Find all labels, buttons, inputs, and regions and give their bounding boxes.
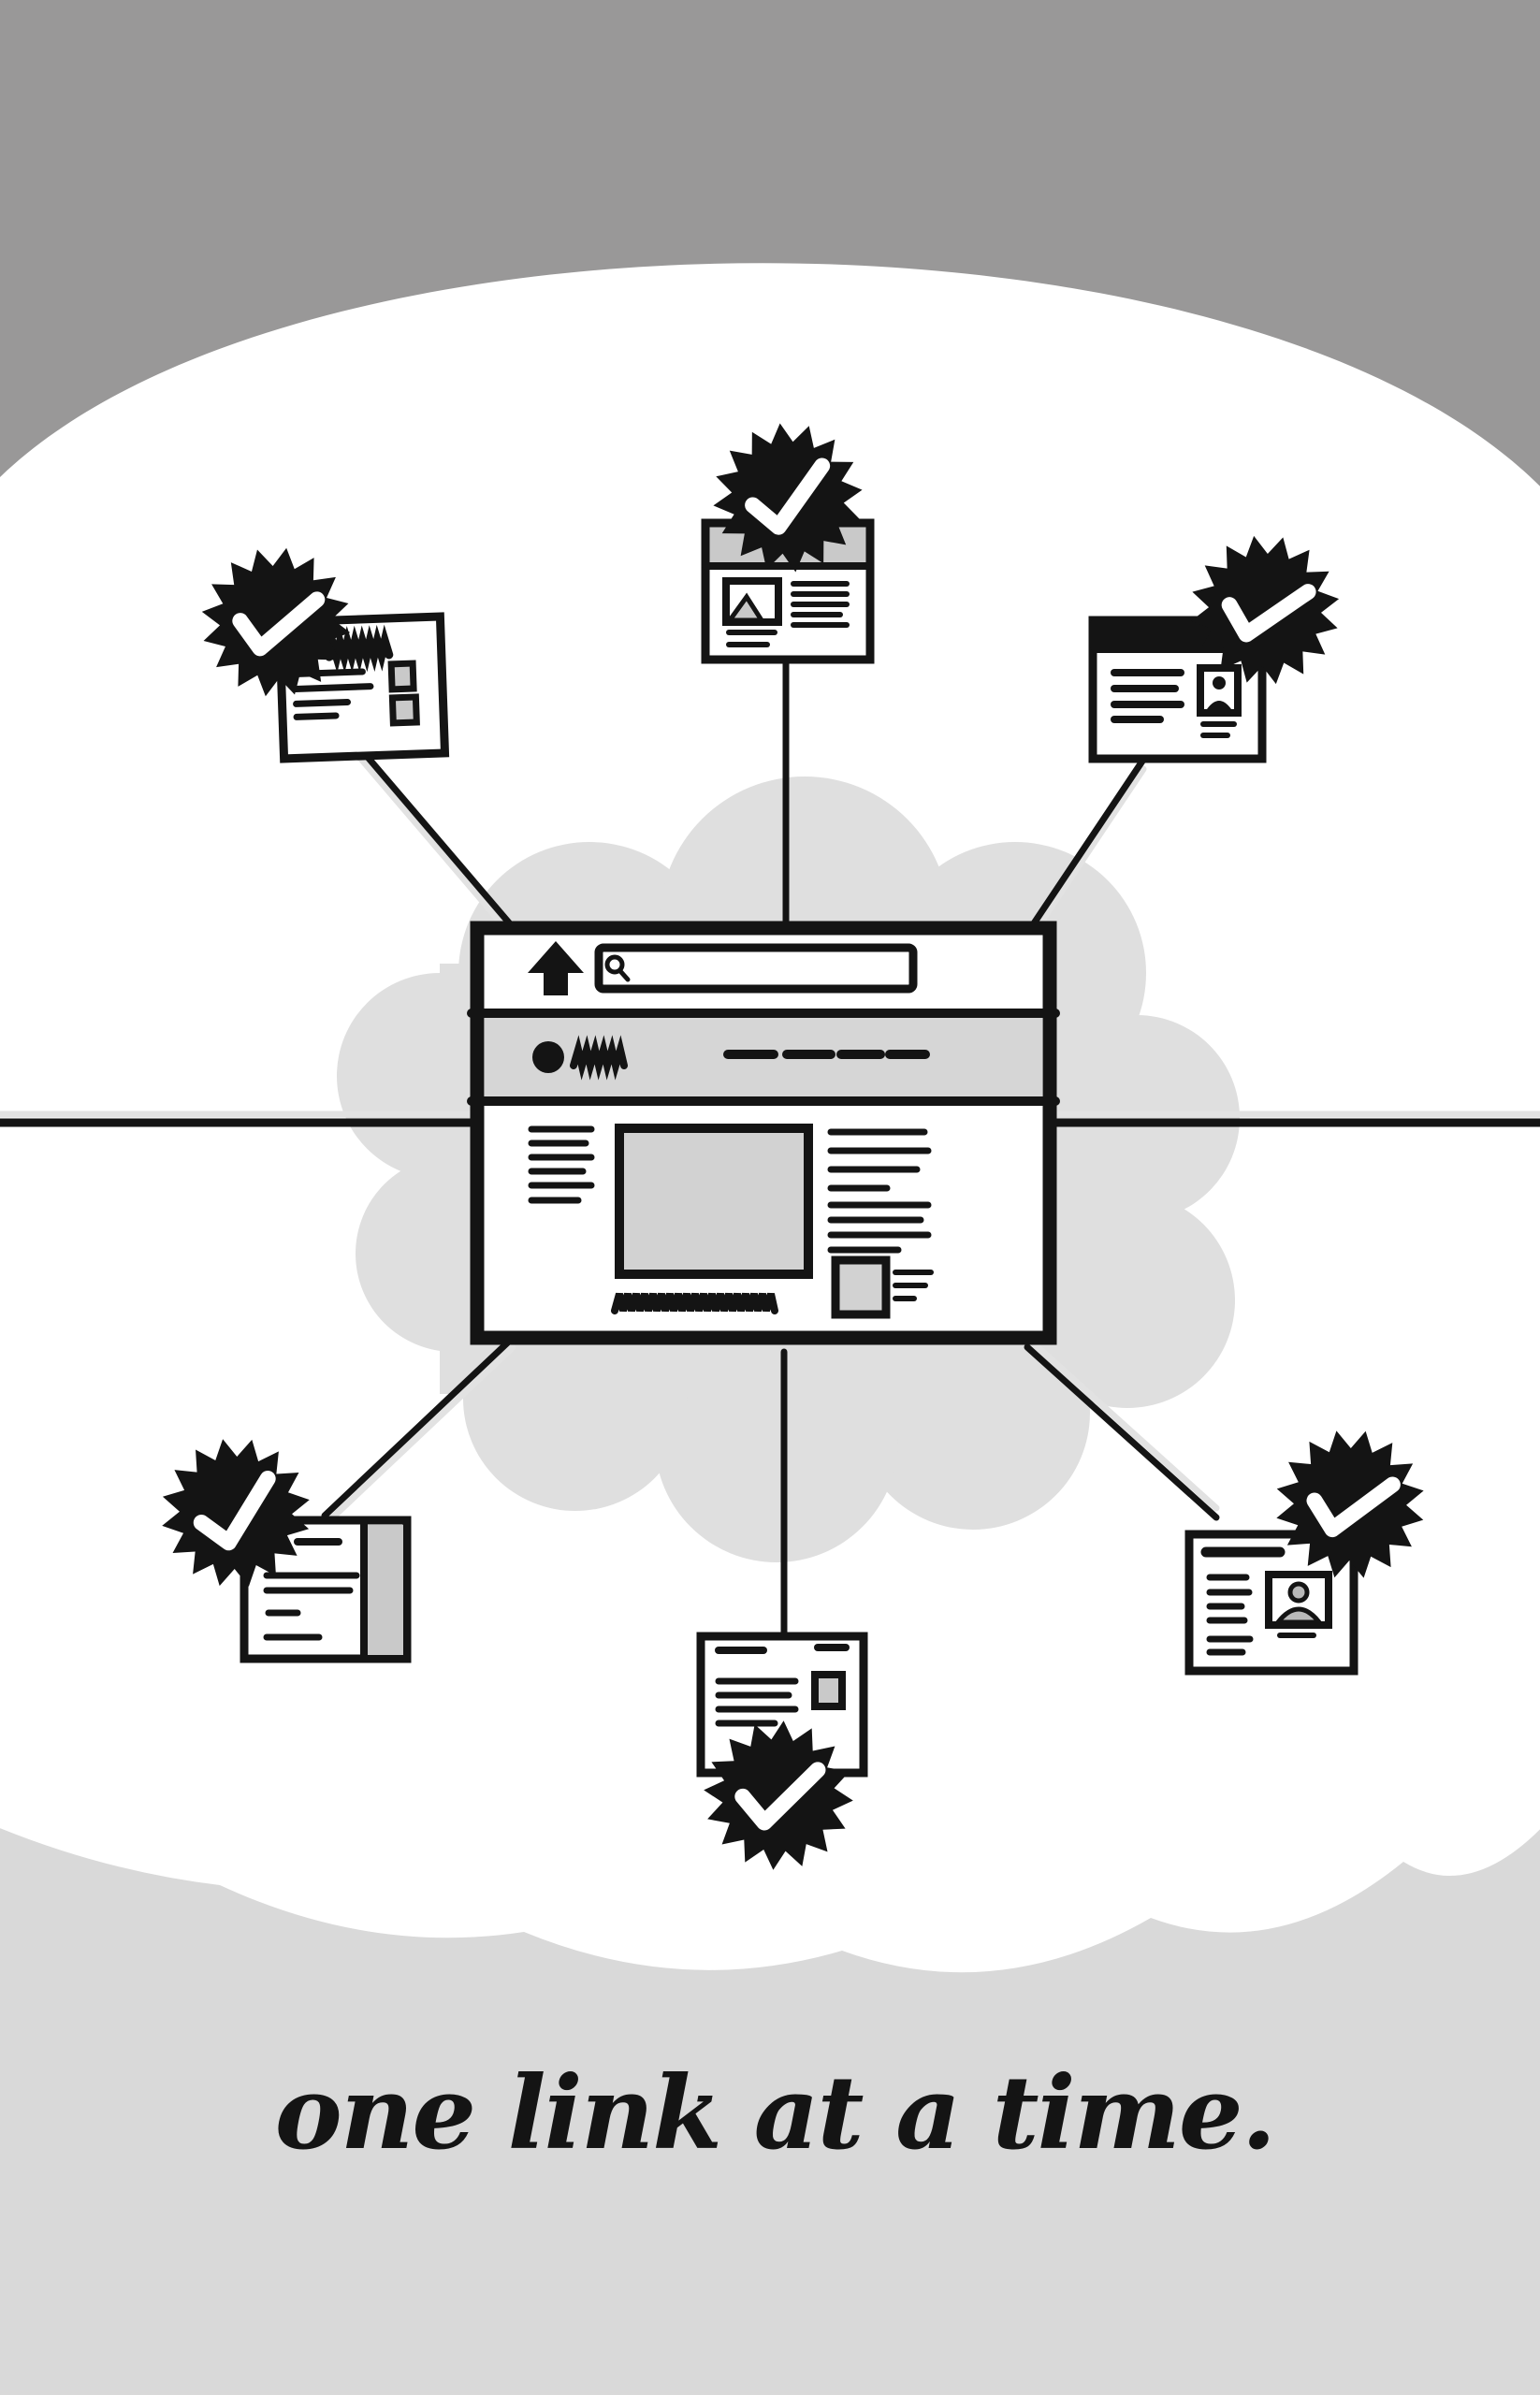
card-bottom-left-document: [240, 1516, 412, 1663]
address-search-bar: [594, 943, 918, 994]
card-top-right-id: [1088, 616, 1267, 763]
portrait-icon: [1265, 1571, 1332, 1629]
hero-image-placeholder: [615, 1124, 813, 1279]
heading-scribble: [325, 624, 394, 674]
caption-scribble: [611, 1292, 778, 1314]
card-bottom-right-id: [1184, 1530, 1358, 1676]
link-bottom-left: [321, 1334, 516, 1519]
share-arrow-icon: [528, 941, 584, 995]
stamp-square: [811, 1671, 846, 1710]
text-lines: [726, 581, 850, 647]
caption-text: one link at a time.: [275, 2054, 1274, 2172]
link-bottom-right: [1024, 1343, 1220, 1521]
card-bottom-middle-letter: [696, 1632, 868, 1778]
ad-text-lines: [893, 1270, 934, 1301]
photo-placeholder-icon: [722, 577, 782, 626]
text-lines: [715, 1644, 850, 1727]
ad-square-placeholder: [831, 1256, 891, 1319]
text-lines: [1111, 669, 1184, 723]
search-icon: [604, 954, 631, 982]
thumb-square: [388, 693, 420, 727]
logo-circle-icon: [532, 1041, 564, 1073]
portrait-icon: [1197, 664, 1242, 717]
browser-window: [467, 921, 1060, 1345]
connector-lines: [321, 656, 1220, 1641]
right-text-column: [827, 1128, 932, 1254]
thumb-square: [387, 660, 417, 693]
left-text-column: [528, 1125, 595, 1204]
logo-scribble-text: [570, 1035, 628, 1081]
card-side-strip: [364, 1525, 403, 1655]
text-lines: [263, 1538, 360, 1641]
link-top-left: [356, 745, 528, 944]
link-top-right: [1021, 756, 1147, 941]
text-lines: [1206, 1574, 1253, 1624]
